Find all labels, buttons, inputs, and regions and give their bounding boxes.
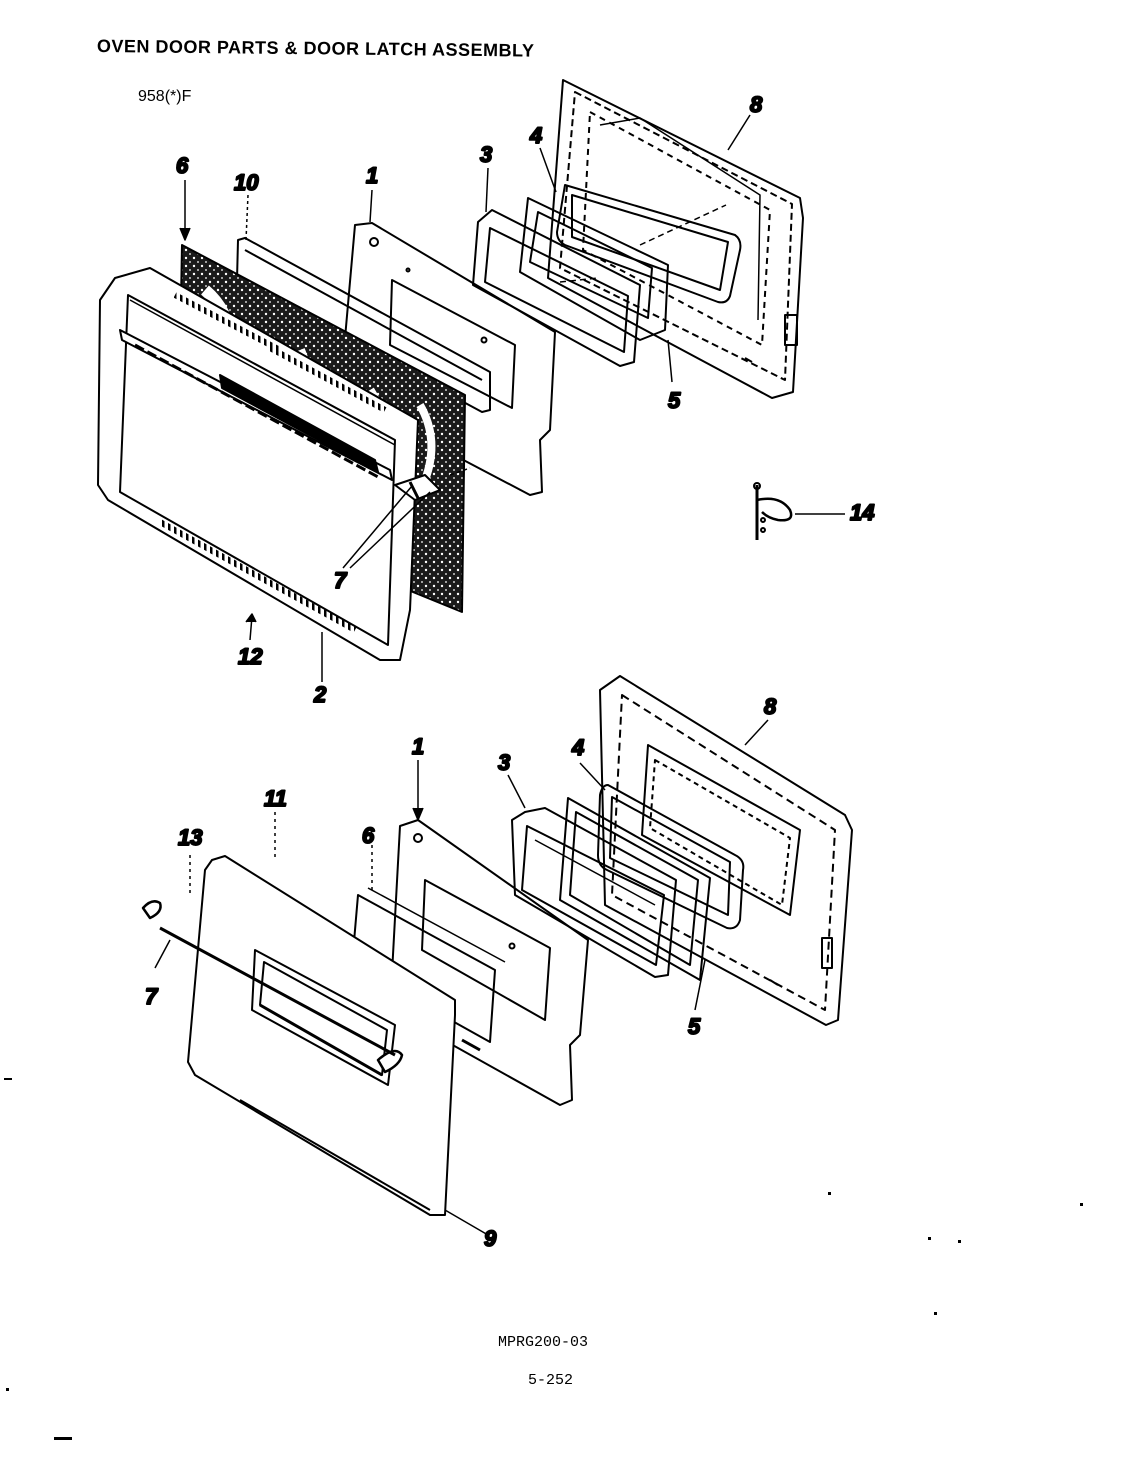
lower-callout-11: 11	[264, 786, 287, 811]
upper-callout-1: 1	[366, 163, 378, 188]
model-number: 958(*)F	[138, 88, 192, 105]
lower-window-pack	[511, 807, 677, 978]
scan-specks	[4, 1078, 1083, 1440]
upper-callout-6: 6	[176, 153, 189, 178]
lower-outer-door	[187, 855, 456, 1216]
upper-callout-8: 8	[750, 92, 763, 117]
upper-assembly: 6 10 1 3 4 8 5 14 7 12 2	[97, 79, 875, 708]
lower-callout-13: 13	[178, 825, 202, 850]
lower-assembly: 8 1 3 4 11 13 6 7 5 9	[141, 675, 853, 1252]
upper-callout-5: 5	[668, 388, 681, 413]
lower-leader-lines	[154, 719, 769, 1236]
upper-callout-4: 4	[529, 123, 542, 148]
lower-glass-frame	[559, 797, 711, 981]
lower-callout-1: 1	[412, 734, 424, 759]
upper-door-liner	[547, 79, 804, 399]
upper-callout-3: 3	[480, 142, 492, 167]
drawing-code: MPRG200-03	[498, 1334, 589, 1351]
upper-callout-7: 7	[334, 568, 348, 593]
lower-callout-7: 7	[145, 984, 159, 1009]
lower-latch-rod	[141, 900, 396, 1057]
latch-hook	[753, 482, 793, 540]
lower-callout-8: 8	[764, 694, 777, 719]
upper-window-pack	[472, 209, 641, 367]
upper-callout-2: 2	[313, 682, 327, 707]
lower-door-liner	[599, 675, 853, 1026]
lower-callout-5: 5	[688, 1014, 701, 1039]
lower-callout-4: 4	[571, 735, 584, 760]
upper-leader-lines	[179, 114, 845, 682]
upper-callout-10: 10	[234, 170, 259, 195]
page-number: 5-252	[528, 1372, 574, 1389]
lower-callout-3: 3	[498, 750, 510, 775]
lower-callout-9: 9	[484, 1226, 497, 1251]
lower-callout-6: 6	[362, 823, 375, 848]
lower-gasket	[597, 784, 745, 930]
upper-gasket	[556, 184, 742, 304]
upper-callout-12: 12	[238, 644, 263, 669]
upper-outer-door	[97, 267, 441, 661]
upper-glass-frame	[519, 197, 669, 341]
upper-callout-14: 14	[850, 500, 874, 525]
